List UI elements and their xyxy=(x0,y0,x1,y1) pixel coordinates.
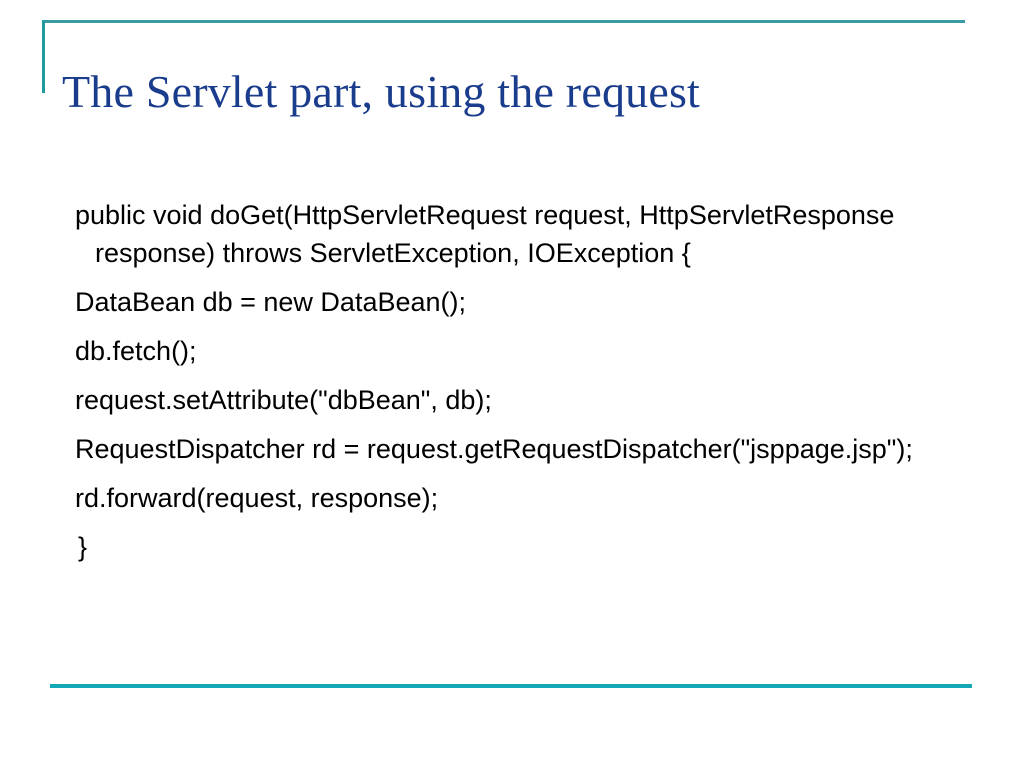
bottom-rule-icon xyxy=(50,684,972,688)
code-body: public void doGet(HttpServletRequest req… xyxy=(75,196,915,566)
code-line: public void doGet(HttpServletRequest req… xyxy=(75,200,902,268)
title-rule-top-icon xyxy=(42,20,965,23)
code-line: request.setAttribute("dbBean", db); xyxy=(75,385,492,415)
page-title: The Servlet part, using the request xyxy=(62,65,701,117)
code-line: db.fetch(); xyxy=(75,336,197,366)
code-line: DataBean db = new DataBean(); xyxy=(75,287,466,317)
code-line: rd.forward(request, response); xyxy=(75,483,439,513)
code-line: RequestDispatcher rd = request.getReques… xyxy=(75,434,913,464)
title-rule-left-icon xyxy=(42,20,45,93)
code-line: } xyxy=(78,532,88,562)
